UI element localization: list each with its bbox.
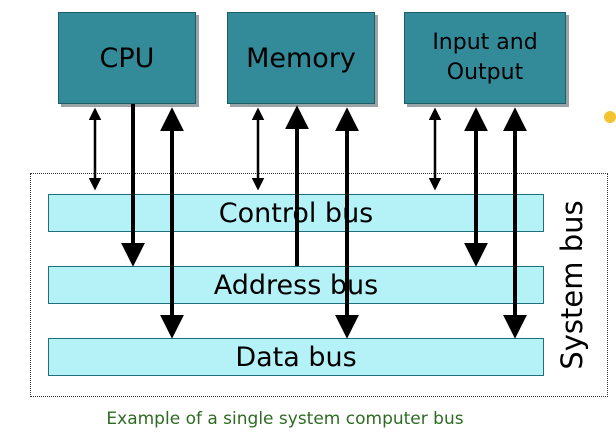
data-bus-label: Data bus: [229, 341, 363, 373]
cpu-box: CPU: [58, 12, 196, 104]
accent-dot: [604, 111, 616, 123]
memory-box: Memory: [227, 12, 375, 104]
io-label-line2: Output: [446, 60, 524, 85]
io-label-line1: Input and: [432, 30, 538, 55]
system-bus-frame: [30, 173, 608, 397]
input-output-box: Input and Output: [404, 12, 566, 104]
memory-label: Memory: [246, 42, 356, 74]
cpu-label: CPU: [99, 42, 155, 74]
data-bus: Data bus: [48, 338, 544, 376]
diagram-caption: Example of a single system computer bus: [106, 409, 464, 429]
